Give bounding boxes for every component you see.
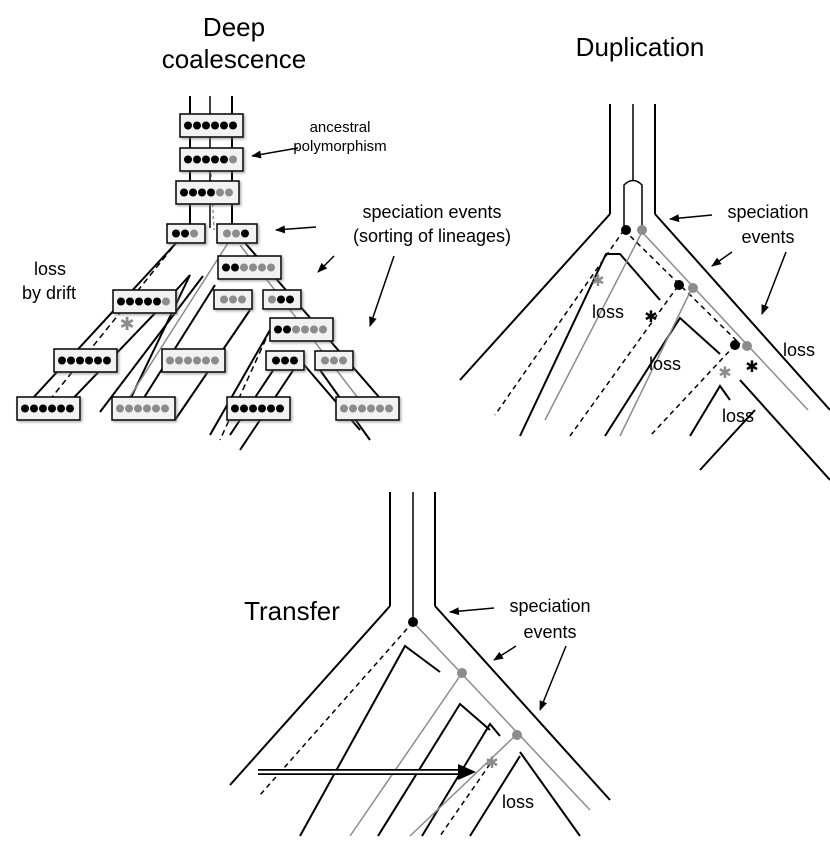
genotype-box-tip-2	[111, 396, 176, 421]
genotype-box-right-1	[217, 255, 282, 280]
genotype-box-mid-2	[161, 348, 226, 373]
deep-coalescence-title-line1: Deep	[203, 12, 265, 42]
genotype-box-tip-3	[226, 396, 291, 421]
duplication-title: Duplication	[576, 32, 705, 62]
dup-loss-label-a: loss	[592, 302, 624, 322]
transfer-title: Transfer	[244, 596, 340, 626]
transfer-gene-tree	[259, 492, 591, 837]
genotype-box-left-2	[53, 348, 118, 373]
deep-coalescence-title-line2: coalescence	[162, 44, 307, 74]
dup-speciation-arrow-2	[711, 251, 733, 267]
transfer-species-tree	[229, 492, 611, 837]
genotype-box-split-left	[166, 223, 206, 244]
duplication-gene-tree	[494, 104, 809, 437]
speciation-arrow-1	[275, 225, 317, 234]
genotype-box-mid-gray	[213, 289, 253, 310]
genotype-box-left-1	[112, 289, 177, 314]
genotype-box-root-1	[179, 113, 244, 138]
genotype-box-tip-4	[335, 396, 400, 421]
ancestral-label-line2: polymorphism	[293, 138, 386, 155]
genotype-box-right-3a	[265, 350, 305, 371]
dup-loss-label-b: loss	[649, 354, 681, 374]
genotype-box-root-2	[179, 147, 244, 172]
loss-marker-icon: ✱	[644, 309, 657, 326]
transfer-loss-label: loss	[502, 792, 534, 812]
dup-loss-label-c: loss	[783, 340, 815, 360]
genotype-box-tip-1	[16, 396, 81, 421]
genotype-box-right-3b	[314, 350, 354, 371]
loss-by-drift-line2: by drift	[22, 283, 76, 303]
dup-speciation-line1: speciation	[727, 202, 808, 222]
genotype-box-right-2	[269, 317, 334, 342]
genotype-box-split-right	[216, 223, 258, 244]
transfer-speciation-line2: events	[523, 622, 576, 642]
speciation-label-line1: speciation events	[362, 202, 501, 222]
dup-speciation-line2: events	[741, 227, 794, 247]
loss-by-drift-line1: loss	[34, 259, 66, 279]
ancestral-arrow	[251, 147, 299, 159]
duplication-panel: Duplication	[459, 32, 830, 481]
deep-coalescence-panel: Deep coalescence	[16, 12, 511, 451]
transfer-panel: Transfer	[229, 492, 611, 837]
dup-speciation-arrow-1	[669, 214, 713, 223]
transfer-speciation-arrow-3	[539, 645, 567, 711]
loss-marker-icon: ✱	[119, 314, 134, 334]
loss-marker-icon: ✱	[591, 273, 604, 290]
genotype-box-mid-black	[262, 289, 302, 310]
transfer-speciation-arrow-2	[493, 645, 517, 661]
dup-loss-label-d: loss	[722, 406, 754, 426]
loss-marker-icon: ✱	[485, 755, 498, 772]
transfer-arrow	[258, 764, 476, 780]
duplication-species-tree	[459, 104, 830, 481]
ancestral-label-line1: ancestral	[310, 119, 371, 136]
dup-speciation-arrow-3	[761, 251, 787, 315]
transfer-speciation-arrow-1	[449, 607, 495, 616]
speciation-arrow-2	[317, 255, 335, 273]
speciation-arrow-3	[369, 255, 395, 327]
loss-marker-icon: ✱	[745, 359, 758, 376]
loss-marker-icon: ✱	[718, 365, 731, 382]
transfer-speciation-line1: speciation	[509, 596, 590, 616]
transfer-nodes	[408, 617, 522, 740]
duplication-nodes	[621, 225, 752, 351]
speciation-label-line2: (sorting of lineages)	[353, 226, 511, 246]
genotype-box-root-3	[175, 180, 240, 205]
